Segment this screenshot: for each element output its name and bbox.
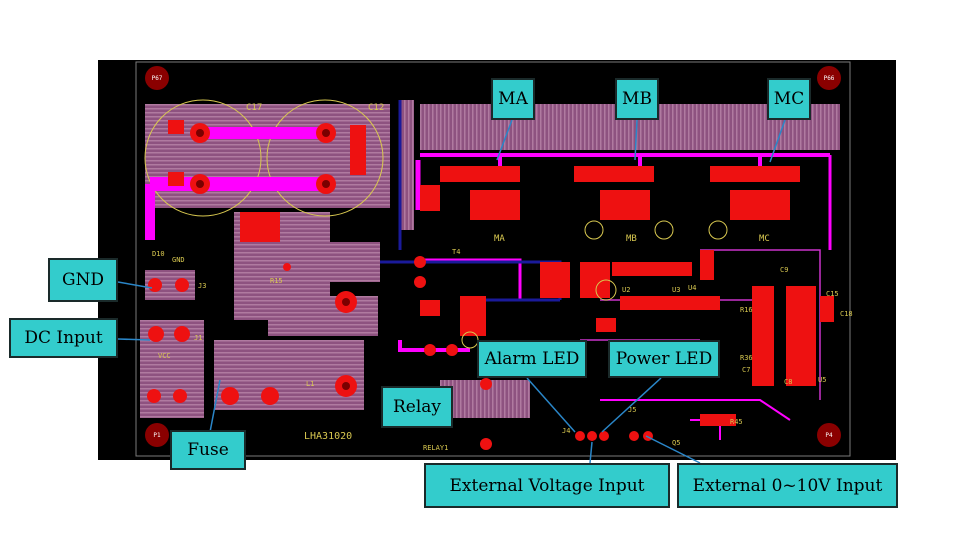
svg-text:R45: R45 (730, 418, 743, 426)
svg-text:GND: GND (172, 256, 185, 264)
capacitor-outlines (144, 99, 384, 217)
callout-external-voltage-input: External Voltage Input (424, 463, 670, 508)
svg-text:LHA31020: LHA31020 (304, 431, 352, 442)
svg-text:MA: MA (494, 234, 505, 244)
callout-power-led: Power LED (608, 340, 720, 378)
callout-mc: MC (767, 78, 811, 120)
svg-text:C9: C9 (780, 266, 788, 274)
callout-alarm-led: Alarm LED (477, 340, 587, 378)
svg-text:R15: R15 (270, 277, 283, 285)
svg-text:J5: J5 (628, 406, 636, 414)
svg-text:C17: C17 (246, 103, 262, 113)
svg-text:Q5: Q5 (672, 439, 680, 447)
svg-text:J3: J3 (198, 282, 206, 290)
svg-text:J4: J4 (562, 427, 570, 435)
transistor-outlines (461, 220, 728, 349)
svg-text:D10: D10 (152, 250, 165, 258)
svg-text:C8: C8 (784, 378, 792, 386)
board-outline (135, 61, 851, 457)
pads (168, 120, 834, 426)
mounting-holes (145, 66, 841, 447)
svg-text:P1: P1 (153, 432, 161, 439)
svg-text:U2: U2 (622, 286, 630, 294)
svg-text:R16: R16 (740, 306, 753, 314)
round-pads (147, 123, 653, 450)
svg-text:P67: P67 (152, 75, 163, 82)
callout-relay: Relay (381, 386, 453, 428)
svg-text:MB: MB (626, 234, 637, 244)
mounting-hole-labels: P67 P66 P1 P4 (152, 75, 835, 439)
callout-dc-input: DC Input (9, 318, 118, 358)
svg-text:P66: P66 (824, 75, 835, 82)
callout-external-0-10v-input: External 0~10V Input (677, 463, 898, 508)
svg-text:U4: U4 (688, 284, 696, 292)
svg-text:J1: J1 (194, 334, 202, 342)
svg-text:T4: T4 (452, 248, 460, 256)
leader-lines (117, 119, 786, 464)
svg-text:U3: U3 (672, 286, 680, 294)
callout-ma: MA (491, 78, 535, 120)
svg-text:C12: C12 (368, 103, 384, 113)
svg-text:R36: R36 (740, 354, 753, 362)
svg-text:C15: C15 (826, 290, 839, 298)
svg-text:C7: C7 (742, 366, 750, 374)
svg-text:P4: P4 (825, 432, 833, 439)
callout-gnd: GND (48, 258, 118, 302)
svg-text:RELAY1: RELAY1 (423, 444, 448, 452)
svg-text:U5: U5 (818, 376, 826, 384)
callout-mb: MB (615, 78, 659, 120)
callout-fuse: Fuse (170, 430, 246, 470)
svg-text:C18: C18 (840, 310, 853, 318)
svg-text:MC: MC (759, 234, 770, 244)
svg-text:L1: L1 (306, 380, 314, 388)
power-traces (145, 127, 832, 440)
silkscreen-labels: LHA31020 RELAY1 C17 C12 MA MB MC GND VCC… (152, 103, 853, 452)
svg-text:VCC: VCC (158, 352, 171, 360)
